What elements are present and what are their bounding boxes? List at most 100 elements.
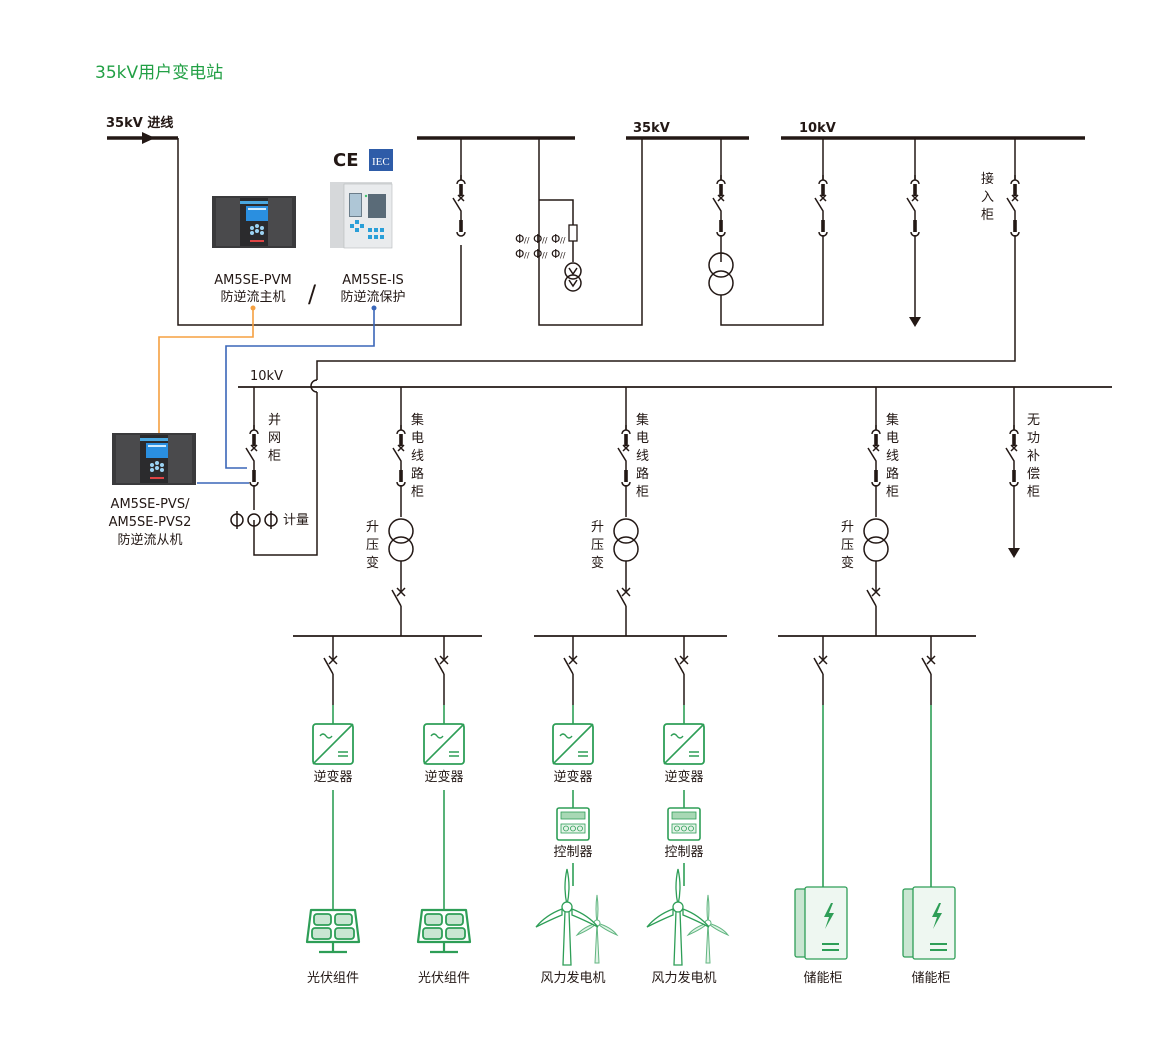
inverter-icon [312, 723, 354, 765]
bus-35kv-label: 35kV [633, 121, 670, 136]
svg-text://: // [524, 251, 530, 260]
iec-badge-text: IEC [372, 156, 390, 168]
controller-label: 控制器 [664, 845, 703, 860]
collector-cabinet-label: 路 [636, 466, 649, 482]
step-up-transformer-label: 升 [366, 520, 379, 535]
collector-cabinet-label: 柜 [636, 485, 649, 500]
reactive-arrow-icon [1008, 548, 1020, 558]
svg-text://: // [560, 251, 566, 260]
withdrawable-breaker-icon [867, 424, 881, 487]
fuse-icon [568, 224, 578, 242]
ce-mark-icon: CE [333, 150, 359, 171]
withdrawable-breaker-icon [1006, 174, 1020, 237]
inverter-label: 逆变器 [664, 769, 703, 785]
pvs-model-label-2: AM5SE-PVS2 [109, 515, 192, 530]
breaker-icon [563, 655, 578, 675]
wind-label: 风力发电机 [540, 970, 605, 986]
pt-symbol [568, 267, 578, 288]
energy-storage-cabinet-icon [794, 886, 848, 960]
is-model-label: AM5SE-IS [342, 273, 404, 288]
access-cabinet-label-3: 柜 [981, 208, 994, 223]
wind-turbine-icon [535, 868, 618, 966]
svg-text://: // [524, 236, 530, 245]
reactive-cabinet-label-5: 柜 [1027, 485, 1040, 500]
svg-text:Φ: Φ [551, 247, 560, 261]
svg-text:Φ: Φ [533, 247, 542, 261]
reactive-cabinet-label-2: 功 [1027, 431, 1040, 446]
blue-comm-line-is [225, 308, 375, 469]
breaker-icon [434, 655, 449, 675]
access-cabinet-label-1: 接 [981, 171, 994, 187]
inverter-label: 逆变器 [313, 769, 352, 785]
breaker-icon [813, 655, 828, 675]
pt-feeder-line [538, 138, 643, 326]
collector-cabinet-label: 集 [411, 412, 424, 428]
step-up-transformer-label: 升 [841, 520, 854, 535]
am5se-pvs-device-image [112, 433, 196, 485]
step-up-transformer-label: 压 [366, 538, 379, 553]
svg-text:Φ: Φ [515, 232, 524, 246]
reactive-cabinet-label-4: 偿 [1027, 467, 1040, 482]
withdrawable-breaker-icon [245, 424, 259, 487]
orange-comm-line [158, 308, 254, 435]
collector-cabinet-label: 路 [886, 466, 899, 482]
svg-text:Φ: Φ [533, 232, 542, 246]
generation-branches: 集电线路柜升压变逆变器光伏组件逆变器光伏组件集电线路柜升压变逆变器控制器风力发电… [293, 387, 976, 986]
step-up-transformer-label: 压 [841, 538, 854, 553]
step-up-transformer-icon [613, 518, 639, 562]
line-crossover-icon [310, 379, 318, 393]
step-up-transformer-icon [863, 518, 889, 562]
withdrawable-breaker-icon [1005, 424, 1019, 487]
pt-transformer-icon [564, 262, 582, 280]
svg-text://: // [542, 251, 548, 260]
inverter-label: 逆变器 [424, 769, 463, 785]
pt-branch-line [539, 199, 574, 225]
current-transformer-group-icon: Φ// Φ// Φ// Φ// Φ// Φ// [515, 232, 566, 261]
bus-10kv-main-label: 10kV [250, 369, 283, 384]
solar-label: 光伏组件 [307, 971, 359, 986]
metering-return-line [253, 392, 318, 556]
collector-cabinet-label: 线 [886, 449, 899, 464]
bus-10kv-top-label: 10kV [799, 121, 836, 136]
inverter-icon [663, 723, 705, 765]
incoming-feeder-line [177, 138, 462, 326]
controller-icon [667, 807, 701, 841]
device-separator: / [308, 280, 317, 308]
metering-label: 计量 [283, 513, 309, 528]
access-cabinet-label-2: 入 [981, 190, 994, 205]
svg-text:Φ: Φ [515, 247, 524, 261]
step-up-transformer-label: 压 [591, 538, 604, 553]
am5se-pvm-device-image [212, 196, 296, 248]
step-up-transformer-icon [388, 518, 414, 562]
collector-cabinet-label: 电 [411, 431, 424, 446]
reactive-cabinet-label-3: 补 [1027, 449, 1040, 464]
metering-ct-icon [230, 511, 278, 529]
collector-cabinet-label: 集 [636, 412, 649, 428]
transformer-secondary-line [720, 235, 824, 326]
collector-cabinet-label: 柜 [886, 485, 899, 500]
pvs-model-label-1: AM5SE-PVS/ [111, 497, 191, 512]
step-up-transformer-label: 变 [591, 555, 604, 571]
collector-cabinet-label: 电 [636, 431, 649, 446]
inverter-label: 逆变器 [553, 769, 592, 785]
collector-cabinet-label: 线 [636, 449, 649, 464]
breaker-icon [391, 587, 406, 607]
collector-cabinet-label: 电 [886, 431, 899, 446]
iec-badge-icon [369, 149, 393, 171]
solar-panel-icon [416, 908, 472, 954]
svg-text:Φ: Φ [551, 232, 560, 246]
breaker-icon [616, 587, 631, 607]
breaker-icon [674, 655, 689, 675]
grid-cabinet-label-2: 网 [268, 431, 281, 446]
pvm-model-label: AM5SE-PVM [214, 273, 292, 288]
controller-label: 控制器 [553, 845, 592, 860]
step-up-transformer-label: 变 [841, 555, 854, 571]
collector-cabinet-label: 集 [886, 412, 899, 428]
grid-cabinet-label-3: 柜 [268, 449, 281, 464]
collector-cabinet-label: 路 [411, 466, 424, 482]
is-name-label: 防逆流保护 [340, 289, 405, 305]
svg-text://: // [560, 236, 566, 245]
access-tie-line [316, 235, 1016, 380]
pvm-name-label: 防逆流主机 [220, 289, 285, 305]
solar-panel-icon [305, 908, 361, 954]
